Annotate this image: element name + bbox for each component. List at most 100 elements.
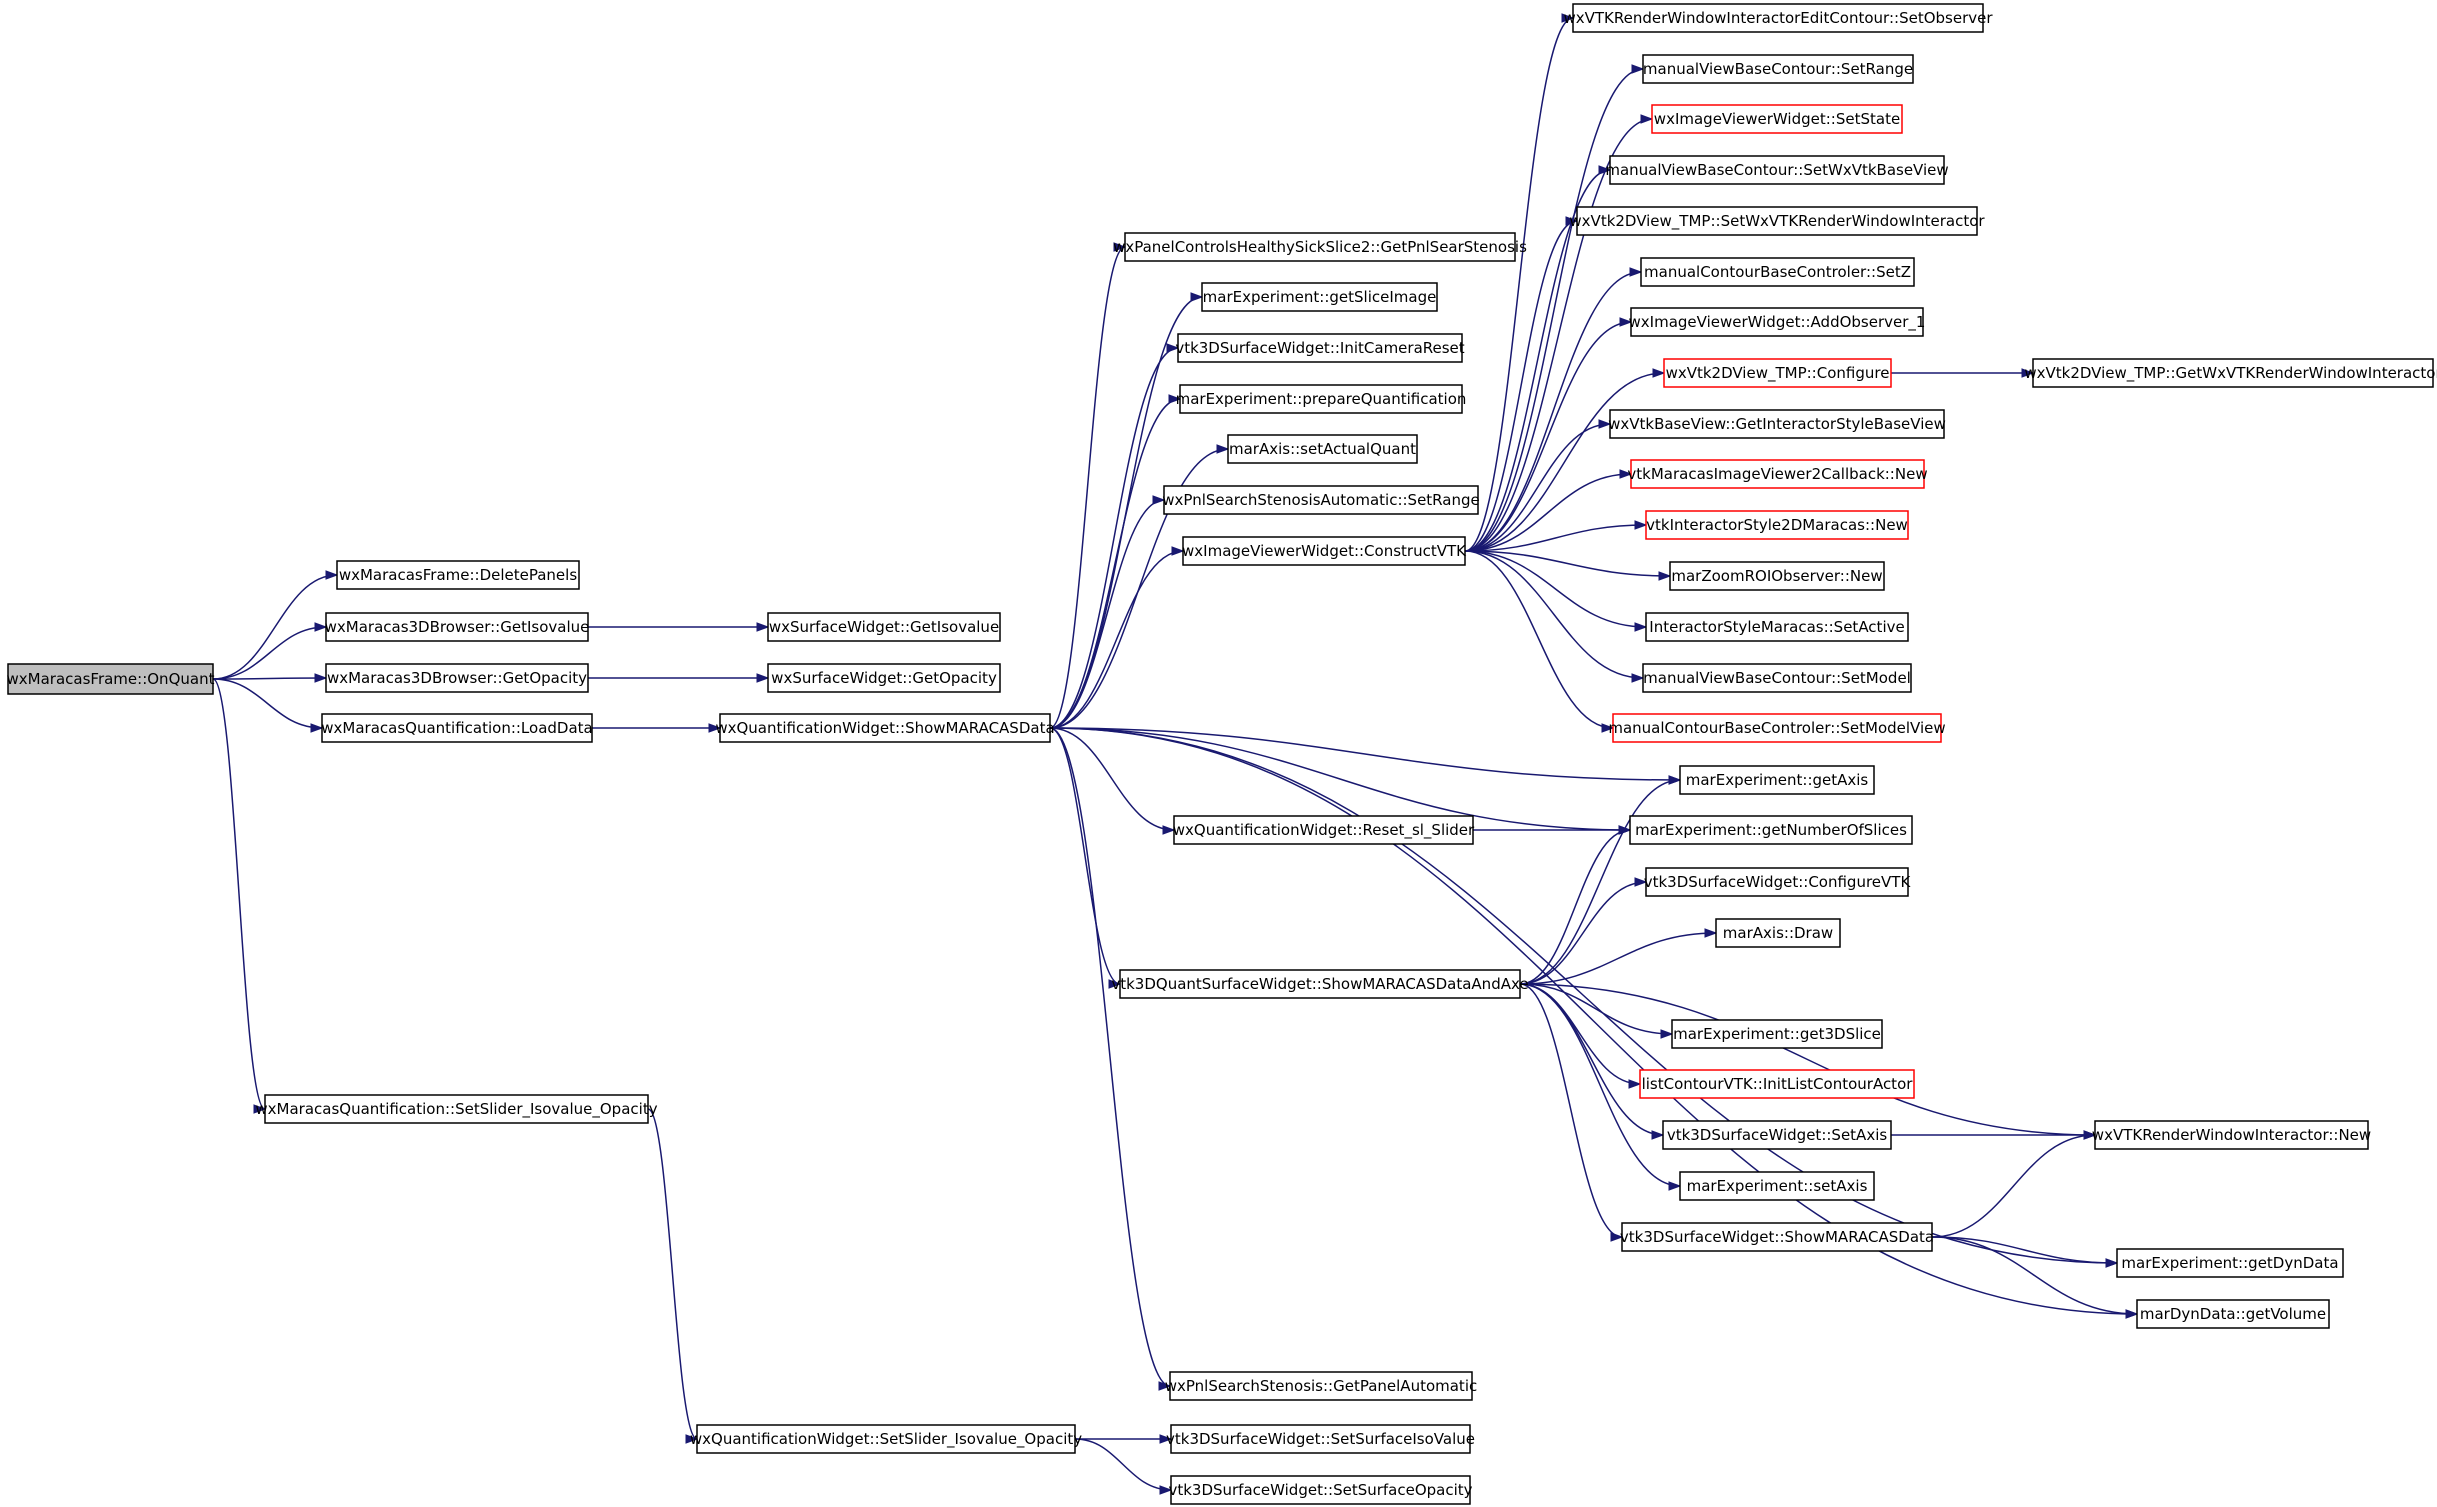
node-onquant[interactable]: wxMaracasFrame::OnQuant	[7, 663, 215, 695]
node-box[interactable]	[1177, 333, 1463, 363]
node-v2d-configure[interactable]: wxVtk2DView_TMP::Configure	[1663, 358, 1892, 388]
node-box[interactable]	[1642, 54, 1914, 84]
node-box[interactable]	[1651, 104, 1903, 134]
node-box[interactable]	[1679, 1171, 1875, 1201]
node-deletepanels[interactable]: wxMaracasFrame::DeletePanels	[336, 560, 580, 590]
node-wxrwi-new[interactable]: wxVTKRenderWindowInteractor::New	[2092, 1120, 2371, 1150]
node-s-getop[interactable]: wxSurfaceWidget::GetOpacity	[767, 663, 1001, 693]
node-pnl-getsear[interactable]: wxPanelControlsHealthySickSlice2::GetPnl…	[1113, 232, 1527, 262]
node-box[interactable]	[325, 663, 589, 693]
node-box[interactable]	[2116, 1248, 2344, 1278]
node-q-setslider[interactable]: wxMaracasQuantification::SetSlider_Isova…	[255, 1094, 658, 1124]
node-qw-reset[interactable]: wxQuantificationWidget::Reset_sl_Slider	[1173, 815, 1475, 845]
node-mvbc-setmodel[interactable]: manualViewBaseContour::SetModel	[1642, 663, 1912, 693]
node-box[interactable]	[1645, 867, 1909, 897]
node-me-getdyn[interactable]: marExperiment::getDynData	[2116, 1248, 2344, 1278]
node-me-getnum[interactable]: marExperiment::getNumberOfSlices	[1629, 815, 1913, 845]
node-box[interactable]	[1169, 1371, 1473, 1401]
node-box[interactable]	[696, 1424, 1076, 1454]
node-box[interactable]	[767, 612, 1001, 642]
node-box[interactable]	[1119, 969, 1521, 999]
node-qw-setslider[interactable]: wxQuantificationWidget::SetSlider_Isoval…	[690, 1424, 1082, 1454]
node-box[interactable]	[1609, 155, 1945, 185]
node-ivw-construct[interactable]: wxImageViewerWidget::ConstructVTK	[1182, 536, 1467, 566]
node-box[interactable]	[1572, 3, 1984, 33]
node-b-getiso[interactable]: wxMaracas3DBrowser::GetIsovalue	[325, 612, 590, 642]
node-v3d-configvtk[interactable]: vtk3DSurfaceWidget::ConfigureVTK	[1644, 867, 1912, 897]
node-box[interactable]	[1182, 536, 1466, 566]
node-box[interactable]	[2094, 1120, 2369, 1150]
node-box[interactable]	[1612, 713, 1942, 743]
node-box[interactable]	[1179, 384, 1463, 414]
node-v3d-setiso[interactable]: vtk3DSurfaceWidget::SetSurfaceIsoValue	[1166, 1424, 1475, 1454]
node-v2d-getwx[interactable]: wxVtk2DView_TMP::GetWxVTKRenderWindowInt…	[2024, 358, 2437, 388]
node-mcbc-setz[interactable]: manualContourBaseControler::SetZ	[1640, 257, 1915, 287]
node-v3d-initcam[interactable]: vtk3DSurfaceWidget::InitCameraReset	[1175, 333, 1465, 363]
node-box[interactable]	[1642, 663, 1912, 693]
node-box[interactable]	[1663, 358, 1892, 388]
node-box[interactable]	[1639, 1069, 1915, 1099]
node-q-load[interactable]: wxMaracasQuantification::LoadData	[321, 713, 593, 743]
node-box[interactable]	[1227, 434, 1418, 464]
node-box[interactable]	[1645, 612, 1909, 642]
node-v3dq-showaxe[interactable]: vtk3DQuantSurfaceWidget::ShowMARACASData…	[1111, 969, 1529, 999]
node-ivw-addobs[interactable]: wxImageViewerWidget::AddObserver_1	[1629, 307, 1926, 337]
node-box[interactable]	[1630, 307, 1924, 337]
node-v3d-setaxis[interactable]: vtk3DSurfaceWidget::SetAxis	[1662, 1120, 1892, 1150]
node-box[interactable]	[1170, 1424, 1471, 1454]
node-box[interactable]	[1669, 561, 1885, 591]
node-ism-setactive[interactable]: InteractorStyleMaracas::SetActive	[1645, 612, 1909, 642]
node-box[interactable]	[1629, 815, 1913, 845]
node-v3d-show[interactable]: vtk3DSurfaceWidget::ShowMARACASData	[1620, 1222, 1934, 1252]
node-vmc-new[interactable]: vtkMaracasImageViewer2Callback::New	[1627, 459, 1928, 489]
node-box[interactable]	[1630, 459, 1925, 489]
node-box[interactable]	[1576, 206, 1978, 236]
node-qw-show[interactable]: wxQuantificationWidget::ShowMARACASData	[715, 713, 1055, 743]
node-box[interactable]	[1163, 485, 1479, 515]
node-b-getop[interactable]: wxMaracas3DBrowser::GetOpacity	[325, 663, 589, 693]
node-me-setaxis[interactable]: marExperiment::setAxis	[1679, 1171, 1875, 1201]
node-box[interactable]	[767, 663, 1001, 693]
node-pss-setrange[interactable]: wxPnlSearchStenosisAutomatic::SetRange	[1162, 485, 1480, 515]
node-pss-getauto[interactable]: wxPnlSearchStenosis::GetPanelAutomatic	[1165, 1371, 1477, 1401]
node-mcbc-setmv[interactable]: manualContourBaseControler::SetModelView	[1608, 713, 1946, 743]
node-box[interactable]	[325, 612, 589, 642]
node-ma-setact[interactable]: marAxis::setActualQuant	[1227, 434, 1418, 464]
node-mvbc-setrange[interactable]: manualViewBaseContour::SetRange	[1642, 54, 1914, 84]
node-ec-setobs[interactable]: wxVTKRenderWindowInteractorEditContour::…	[1563, 3, 1993, 33]
node-box[interactable]	[1201, 282, 1438, 312]
node-ma-draw[interactable]: marAxis::Draw	[1715, 918, 1841, 948]
node-box[interactable]	[321, 713, 593, 743]
node-box[interactable]	[264, 1094, 649, 1124]
node-mdd-getvol[interactable]: marDynData::getVolume	[2136, 1299, 2330, 1329]
node-me-prepq[interactable]: marExperiment::prepareQuantification	[1176, 384, 1467, 414]
node-box[interactable]	[1124, 232, 1516, 262]
node-box[interactable]	[1621, 1222, 1933, 1252]
node-ivw-setstate[interactable]: wxImageViewerWidget::SetState	[1651, 104, 1903, 134]
node-vbv-getstyle[interactable]: wxVtkBaseView::GetInteractorStyleBaseVie…	[1608, 409, 1946, 439]
node-box[interactable]	[1715, 918, 1841, 948]
node-box[interactable]	[1640, 257, 1915, 287]
node-box[interactable]	[1609, 409, 1945, 439]
node-box[interactable]	[1662, 1120, 1892, 1150]
node-box[interactable]	[1679, 765, 1875, 795]
node-box[interactable]	[1671, 1019, 1883, 1049]
node-box[interactable]	[1645, 510, 1909, 540]
node-v3d-setop[interactable]: vtk3DSurfaceWidget::SetSurfaceOpacity	[1168, 1475, 1473, 1505]
node-lcv-init[interactable]: listContourVTK::InitListContourActor	[1639, 1069, 1915, 1099]
node-box[interactable]	[719, 713, 1051, 743]
node-box[interactable]	[2136, 1299, 2330, 1329]
node-mzr-new[interactable]: marZoomROIObserver::New	[1669, 561, 1885, 591]
node-box[interactable]	[336, 560, 580, 590]
node-s-getiso[interactable]: wxSurfaceWidget::GetIsovalue	[767, 612, 1001, 642]
node-me-getslice[interactable]: marExperiment::getSliceImage	[1201, 282, 1438, 312]
node-box[interactable]	[2032, 358, 2434, 388]
node-v2d-setwx[interactable]: wxVtk2DView_TMP::SetWxVTKRenderWindowInt…	[1569, 206, 1985, 236]
node-box[interactable]	[1173, 815, 1474, 845]
node-box[interactable]	[7, 663, 214, 695]
node-mvbc-setwx[interactable]: manualViewBaseContour::SetWxVtkBaseView	[1605, 155, 1949, 185]
node-me-get3d[interactable]: marExperiment::get3DSlice	[1671, 1019, 1883, 1049]
node-me-getaxis[interactable]: marExperiment::getAxis	[1679, 765, 1875, 795]
node-box[interactable]	[1170, 1475, 1471, 1505]
node-vis-new[interactable]: vtkInteractorStyle2DMaracas::New	[1645, 510, 1909, 540]
